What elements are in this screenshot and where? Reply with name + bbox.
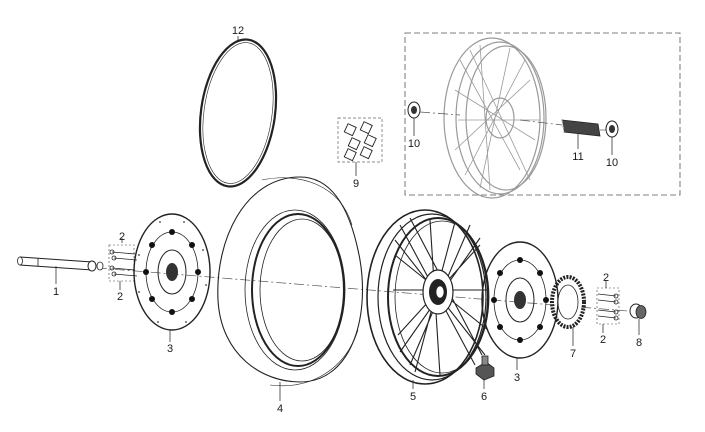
o-ring-part: [198, 38, 278, 188]
tone-ring-part: [550, 275, 586, 329]
bolts-left-part: [108, 244, 138, 282]
callout-8: 8: [636, 337, 642, 349]
wheel-rim-part: [366, 209, 490, 385]
leader-lines: [55, 36, 640, 401]
callout-9: 9: [353, 178, 359, 190]
callout-12: 12: [232, 25, 244, 37]
callout-5: 5: [410, 391, 416, 403]
tire-part: [217, 176, 363, 387]
brake-disc-left-part: [133, 213, 211, 331]
axle-part: [17, 256, 104, 272]
assembly-axis: [24, 261, 641, 313]
callout-2-top-left: 2: [119, 231, 125, 243]
callout-7: 7: [570, 348, 576, 360]
callout-11: 11: [572, 151, 583, 163]
valve-part: [475, 355, 495, 381]
brake-disc-right-part: [481, 241, 559, 359]
callout-10-right: 10: [606, 157, 618, 169]
callout-6: 6: [481, 391, 487, 403]
bolts-right-part: [596, 287, 620, 325]
callout-2-top-right: 2: [603, 272, 609, 284]
callout-3-left: 3: [167, 343, 173, 355]
callout-10-left: 10: [408, 138, 420, 150]
callout-1: 1: [53, 286, 59, 298]
callout-labels: 12 9 10 11 10 1 2 2 3 4 5 6 3 7 2 2 8: [53, 25, 642, 415]
callout-4: 4: [277, 403, 283, 415]
callout-2-bottom-left: 2: [117, 291, 123, 303]
callout-3-right: 3: [514, 372, 520, 384]
inset-detail-box: [404, 32, 681, 199]
hub-cap-part: [629, 303, 647, 319]
bearing-left-part: [407, 101, 421, 119]
callout-2-bottom-right: 2: [600, 334, 606, 346]
spacer-part: [561, 119, 601, 137]
brake-pads-part: [337, 117, 383, 163]
bearing-right-part: [605, 120, 619, 138]
